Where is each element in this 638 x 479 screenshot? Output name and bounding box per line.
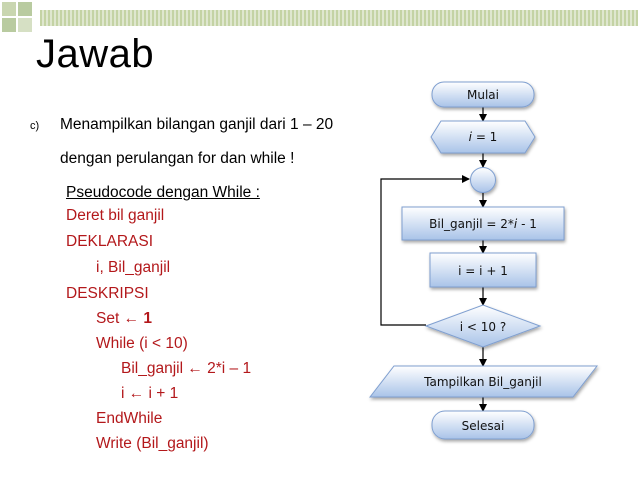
pseudocode-line: Set ← 1 (96, 310, 152, 328)
calc-suffix: - 1 (517, 217, 537, 231)
pseudocode-line: Bil_ganjil ← 2*i – 1 (121, 360, 252, 377)
calc-label: Bil_ganjil = 2*i - 1 (429, 217, 537, 231)
pseudocode-line: i, Bil_ganjil (96, 259, 171, 276)
output-label: Tampilkan Bil_ganjil (423, 375, 542, 389)
init-label: i = 1 (469, 130, 498, 144)
increment-process: i = i + 1 (429, 252, 537, 288)
pseudocode-line: Write (Bil_ganjil) (96, 435, 209, 452)
end-terminator: Selesai (431, 410, 535, 440)
calc-process: Bil_ganjil = 2*i - 1 (401, 206, 565, 241)
bullet-marker: c) (30, 120, 40, 132)
slide-title: Jawab (36, 32, 155, 76)
pseudocode-line: i ← i + 1 (121, 385, 179, 402)
loop-decision: i < 10 ? (424, 304, 542, 348)
description-line-1: Menampilkan bilangan ganjil dari 1 – 20 (60, 116, 334, 133)
pseudocode-line: EndWhile (96, 410, 163, 427)
start-terminator: Mulai (431, 81, 535, 108)
pseudocode-line: DESKRIPSI (66, 285, 149, 302)
pseudocode-line: Deret bil ganjil (66, 207, 165, 224)
calc-prefix: Bil_ganjil = 2* (429, 217, 514, 231)
decorative-squares (2, 2, 32, 32)
decision-label: i < 10 ? (460, 320, 506, 334)
pseudocode-heading: Pseudocode dengan While : (66, 184, 260, 201)
start-label: Mulai (467, 88, 499, 102)
flow-connectors (380, 107, 487, 412)
calc-variable: i (514, 217, 518, 231)
pseudocode-set-prefix: Set ← (96, 310, 144, 327)
decorative-top-bar (40, 10, 638, 26)
end-label: Selesai (462, 419, 505, 433)
pseudocode-line: While (i < 10) (96, 335, 188, 352)
output-io: Tampilkan Bil_ganjil (368, 365, 599, 398)
pseudocode-set-value: 1 (143, 310, 153, 327)
description-line-2: dengan perulangan for dan while ! (60, 150, 295, 167)
init-variable: i (469, 130, 473, 144)
init-assignment: = 1 (472, 130, 497, 144)
loop-connector-node (470, 167, 496, 193)
increment-label: i = i + 1 (458, 264, 508, 278)
init-preparation: i = 1 (430, 120, 536, 154)
pseudocode-line: DEKLARASI (66, 233, 154, 250)
